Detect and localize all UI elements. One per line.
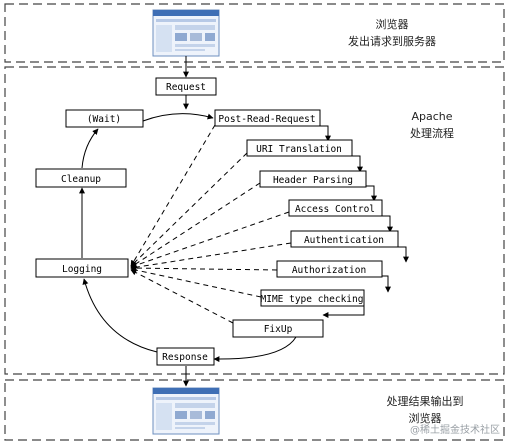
node-wait-label: (Wait) [87,114,121,125]
node-authentication: Authentication [290,230,399,248]
node-response-label: Response [162,352,208,363]
browser-window-icon-bottom [152,387,220,435]
node-fixup-label: FixUp [264,324,293,335]
top-caption-line2: 发出请求到服务器 [348,34,436,48]
node-uri-translation-label: URI Translation [256,144,342,155]
apache-caption-line2: 处理流程 [410,126,454,140]
arrow-access-to-authentication [382,215,393,233]
arrow-response-to-logging [82,278,158,353]
node-access-control-label: Access Control [295,204,375,215]
node-authorization: Authorization [276,260,383,278]
bottom-caption-line1: 处理结果输出到 [387,394,464,408]
node-mime-type-checking-label: MIME type checking [261,294,364,305]
node-authentication-label: Authentication [304,235,384,246]
node-post-read-request: Post-Read-Request [214,109,321,127]
node-wait: (Wait) [65,109,144,128]
top-caption-line1: 浏览器 [376,17,409,31]
dashed-uri-to-logging [130,152,248,267]
node-header-parsing-label: Header Parsing [273,175,353,186]
browser-request-section [4,3,505,63]
node-logging-label: Logging [62,264,102,275]
arrow-fixup-to-response [213,336,297,363]
arrow-cleanup-to-wait [81,128,99,169]
apache-caption-line1: Apache [411,110,452,123]
node-request: Request [155,77,217,96]
dashed-authorization-to-logging [130,265,278,272]
arrow-uri-to-header [352,155,363,173]
arrow-authorization-to-mime [382,275,391,293]
arrow-mime-to-fixup [322,306,365,318]
node-cleanup-label: Cleanup [61,174,101,185]
apache-processing-section [4,66,505,375]
node-mime-type-checking: MIME type checking [260,289,365,307]
node-request-label: Request [166,82,206,93]
dashed-header-to-logging [130,182,261,268]
arrow-wait-to-post-read [142,113,214,122]
arrow-authentication-to-authorization [398,246,409,263]
node-authorization-label: Authorization [292,265,366,276]
dashed-access-to-logging [130,211,290,269]
node-post-read-request-label: Post-Read-Request [218,114,315,125]
node-uri-translation: URI Translation [246,139,353,157]
node-header-parsing: Header Parsing [259,170,367,188]
arrow-header-to-access [366,185,377,202]
watermark-text: @稀土掘金技术社区 [410,423,500,436]
node-response: Response [156,347,215,366]
arrow-post-read-to-uri [320,125,331,142]
node-logging: Logging [35,258,129,278]
bottom-caption-line2: 浏览器 [409,411,442,425]
node-fixup: FixUp [232,319,324,338]
dashed-mime-to-logging [130,267,262,298]
dashed-fixup-to-logging [130,269,234,324]
node-cleanup: Cleanup [35,168,127,188]
node-access-control: Access Control [288,199,383,217]
dashed-authentication-to-logging [130,242,292,271]
dashed-post-read-to-logging [130,124,216,267]
browser-window-icon-top [152,9,220,57]
